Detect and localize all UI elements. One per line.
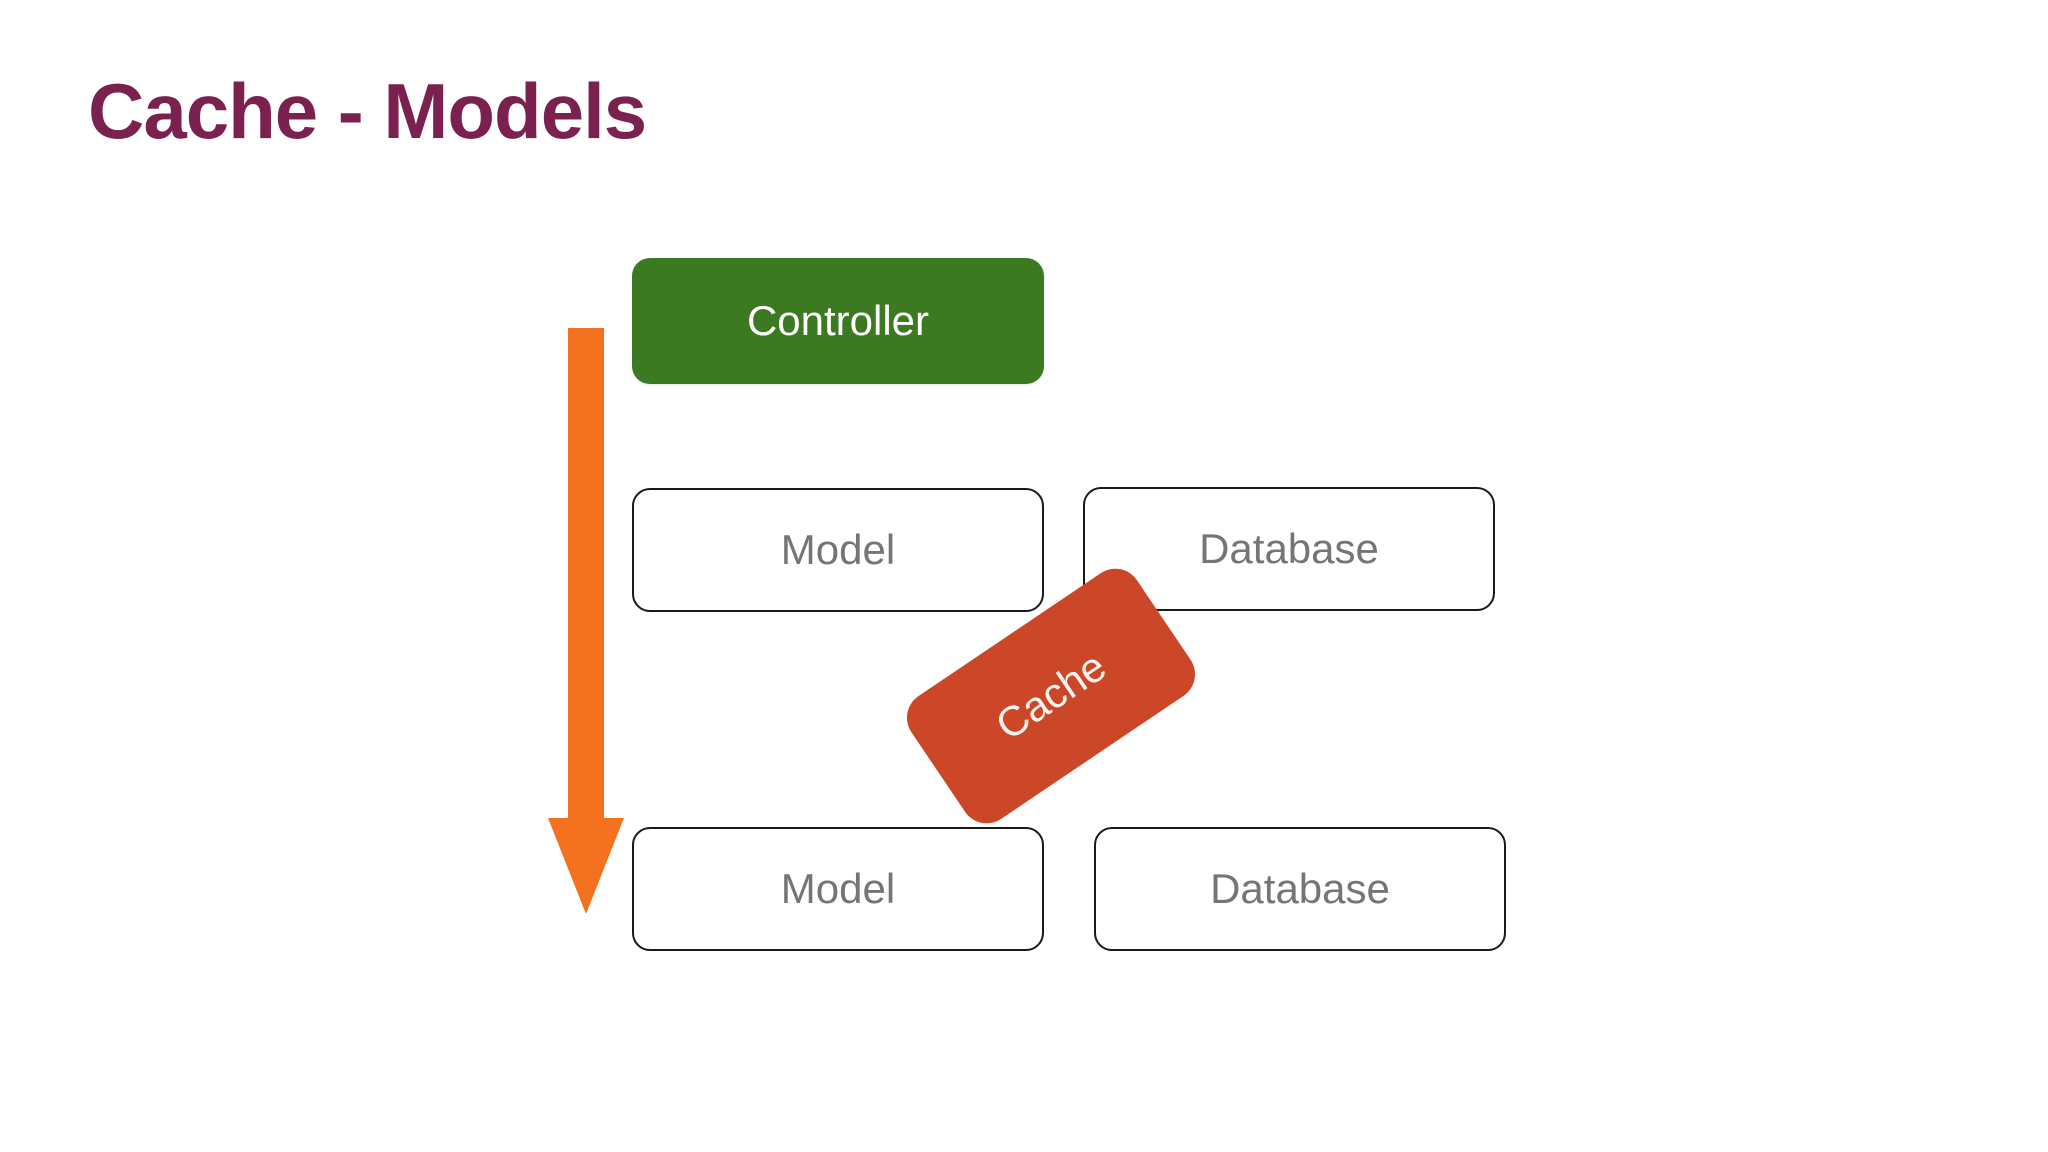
node-cache-label: Cache [987,642,1115,750]
node-model-bottom-label: Model [780,865,896,912]
page-title: Cache - Models [88,67,647,155]
node-database-top-label: Database [1199,525,1379,572]
node-controller-label: Controller [746,297,930,344]
node-controller[interactable]: Controller [632,258,1044,384]
node-database-top[interactable]: Database [1083,487,1495,611]
node-model-bottom[interactable]: Model [632,827,1044,951]
node-database-bottom-label: Database [1210,865,1390,912]
node-model-top[interactable]: Model [632,488,1044,612]
node-database-bottom[interactable]: Database [1094,827,1506,951]
downward-flow-arrow [548,328,628,914]
node-model-top-label: Model [780,526,896,573]
